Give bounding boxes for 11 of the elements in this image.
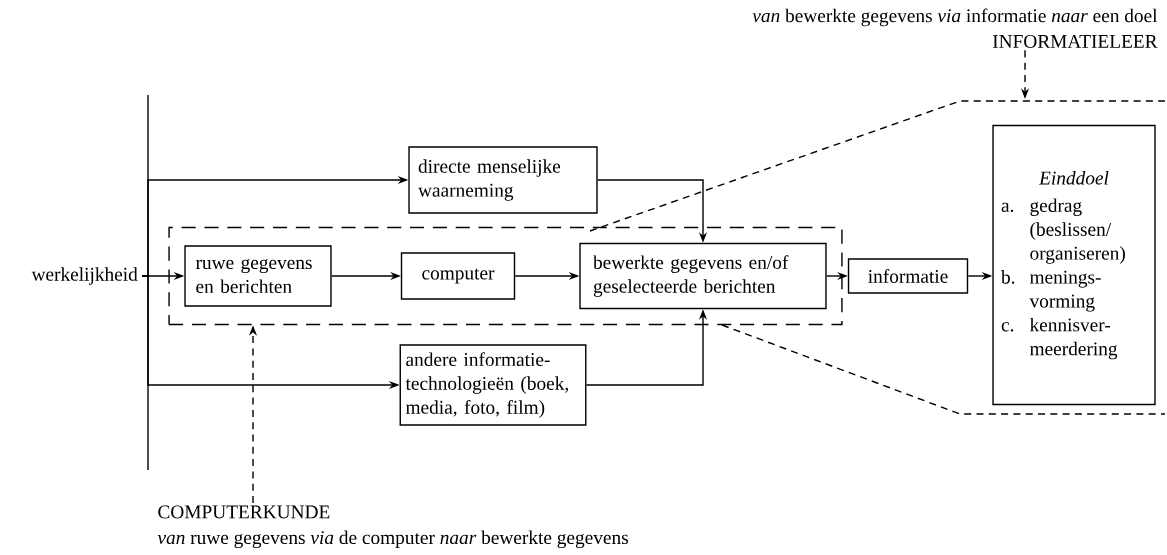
process-box: computer [400, 252, 516, 300]
goal-box: Einddoel a. gedrag (beslissen/ organiseren) b. menings- vorming c. kennisver- meerdering [992, 124, 1156, 406]
input-label: werkelijkheid [31, 267, 138, 285]
process-box: informatie [847, 258, 969, 294]
process-box: bewerkte gegevens en/of geselecteerde berichten [579, 242, 827, 310]
process-box: ruwe gegevens en berichten [184, 245, 332, 307]
process-box: directe menselijke waarneming [408, 146, 598, 214]
caption-text: van bewerkte gegevens via informatie naar een doel INFORMATIELEER [752, 8, 1158, 48]
caption-text: COMPUTERKUNDE van ruwe gegevens via de computer naar bewerkte gegevens [157, 505, 628, 549]
dashed-region [168, 226, 843, 326]
process-box: andere informatie- technologieën (boek, media, foto, film) [399, 344, 587, 426]
